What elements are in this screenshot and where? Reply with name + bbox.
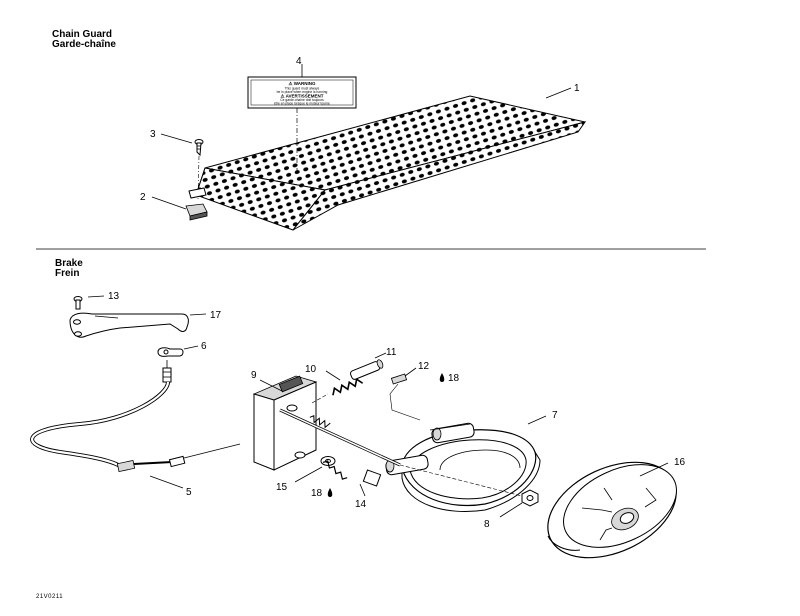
- chain-guard-part: [195, 95, 587, 231]
- caliper-bolt-part: [279, 408, 523, 497]
- threadlocker-icon-lower: [327, 488, 333, 497]
- warning-header: ⚠ WARNING: [288, 81, 316, 86]
- callout-11: 11: [386, 347, 397, 358]
- callout-9: 9: [251, 370, 257, 381]
- warning-line1: This guard must always: [285, 87, 320, 91]
- callout-2: 2: [140, 192, 146, 203]
- brake-lever-part: [69, 312, 207, 338]
- callout-3: 3: [150, 129, 156, 140]
- callout-16: 16: [674, 457, 686, 468]
- threadlocker-icon: [439, 373, 445, 382]
- set-screw-part: [389, 367, 421, 421]
- callout-8: 8: [484, 519, 490, 530]
- chain-guard-assembly: ⚠ WARNING This guard must always be in p…: [151, 64, 587, 231]
- caution-header: ⚠ AVERTISSEMENT: [280, 94, 323, 99]
- chain-guard-title-fr: Garde-chaîne: [52, 39, 116, 50]
- callout-18b: 18: [311, 488, 323, 499]
- brake-title-fr: Frein: [55, 268, 80, 279]
- chain-guard-title: Chain Guard Garde-chaîne: [52, 30, 116, 50]
- washer-part: [294, 456, 336, 483]
- figure-code: 21V0211: [36, 594, 64, 600]
- hex-bolt-part: [322, 460, 382, 497]
- brake-cable-part: [30, 360, 241, 489]
- callout-13: 13: [108, 291, 120, 302]
- callout-7: 7: [552, 410, 558, 421]
- callout-12: 12: [418, 361, 430, 372]
- callout-1: 1: [574, 83, 580, 94]
- callout-18a: 18: [448, 373, 460, 384]
- chain-guard-title-en: Chain Guard: [52, 29, 113, 40]
- callout-4: 4: [296, 56, 302, 67]
- lever-screw-part: [73, 295, 105, 310]
- lock-nut-part: [499, 489, 539, 518]
- caliper-bracket-part: [252, 375, 318, 471]
- callout-5: 5: [186, 487, 192, 498]
- cable-clip-part: [157, 345, 199, 357]
- callout-17: 17: [210, 310, 222, 321]
- callout-6: 6: [201, 341, 207, 352]
- callout-15: 15: [276, 482, 288, 493]
- clip-nut-part: [185, 187, 208, 221]
- brake-pin-part: [349, 352, 387, 380]
- callout-10: 10: [305, 364, 317, 375]
- brake-band-part: [385, 415, 547, 513]
- brake-title: Brake Frein: [55, 259, 83, 279]
- caution-line1: Ce garde-chaîne doit toujours: [280, 98, 324, 102]
- brake-disc-part: [547, 461, 677, 559]
- caution-line2: être en place lorsque le moteur tourne: [274, 102, 330, 106]
- brake-title-en: Brake: [55, 258, 83, 269]
- spring-part: [311, 370, 364, 404]
- warning-line2: be in place when engine is running: [277, 90, 328, 94]
- callout-14: 14: [355, 499, 367, 510]
